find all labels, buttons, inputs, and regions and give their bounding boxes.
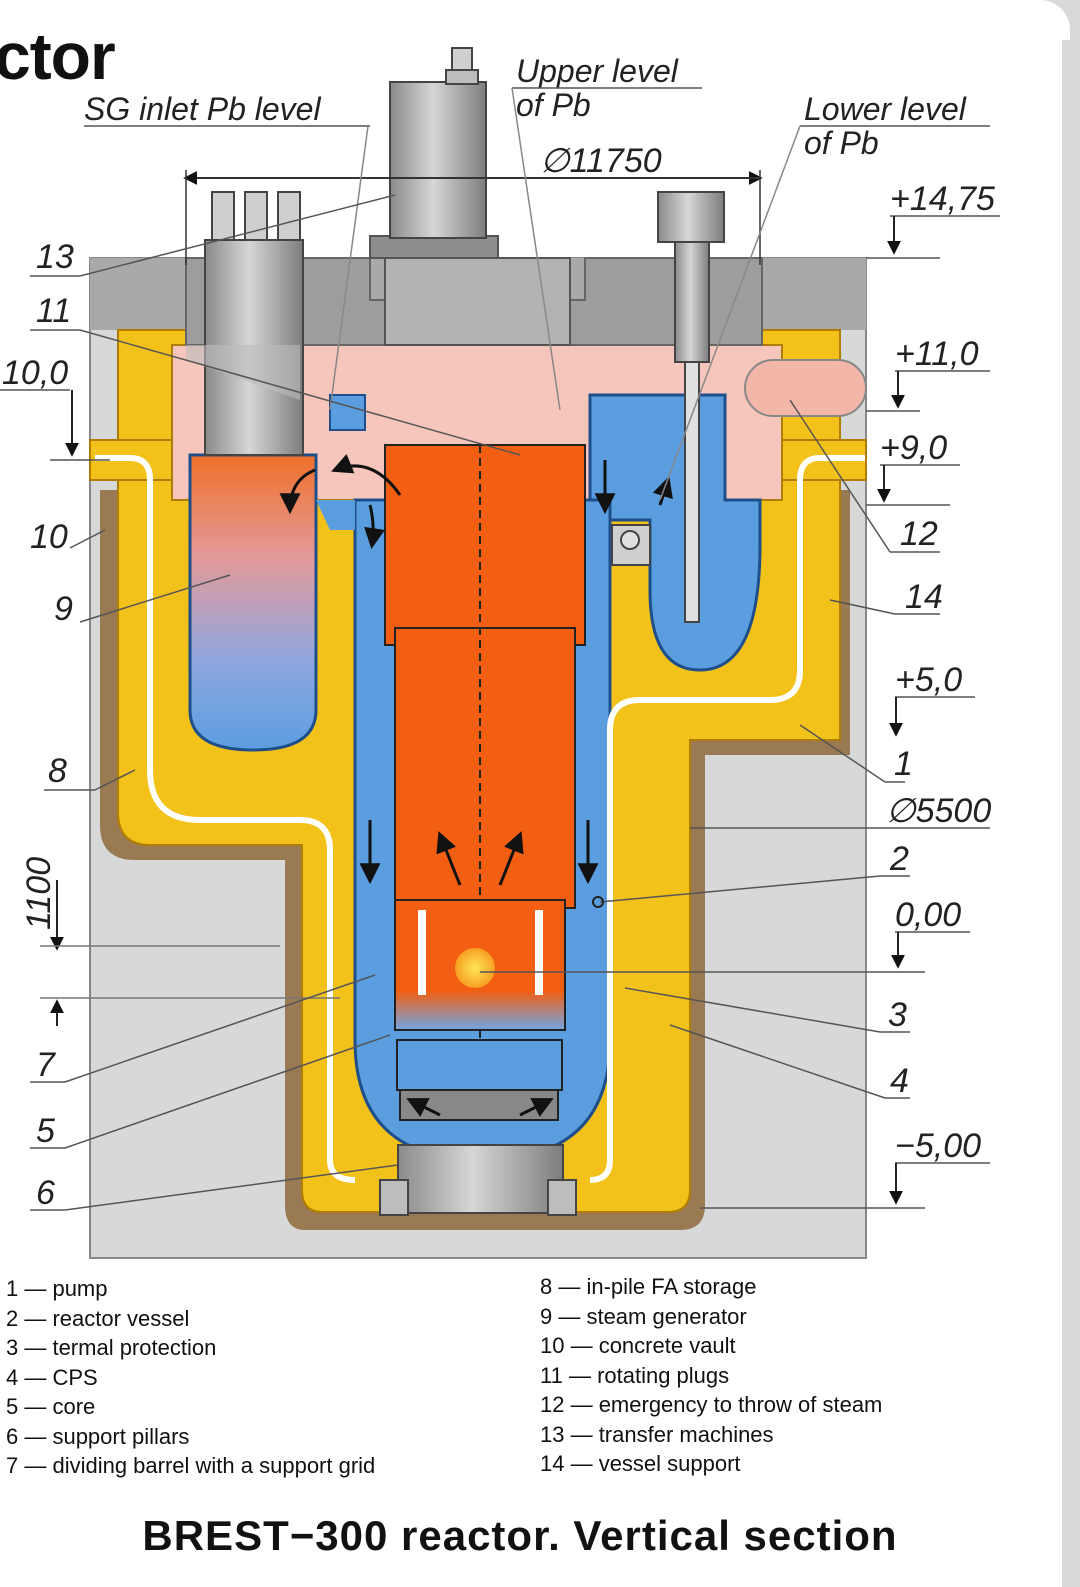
svg-text:14: 14 <box>905 578 943 616</box>
callouts-left: 13 11 10 9 8 7 5 6 <box>30 194 521 1212</box>
legend-item: 13 — transfer machines <box>540 1421 774 1447</box>
svg-text:7: 7 <box>36 1046 56 1084</box>
reactor-section-drawing: ∅11750 SG inlet Pb level Upper level of … <box>0 47 1000 1259</box>
upper-level-label-2: of Pb <box>516 87 591 123</box>
legend-item: 1 — pump <box>6 1276 108 1301</box>
svg-text:+11,0: +11,0 <box>895 335 979 373</box>
cps-drive <box>657 191 725 243</box>
svg-text:11: 11 <box>36 292 71 330</box>
legend-item: 7 — dividing barrel with a support grid <box>6 1453 376 1478</box>
diameter-mid-label: ∅5500 <box>886 792 991 830</box>
svg-text:1: 1 <box>894 745 913 783</box>
core-hotspot <box>455 948 495 988</box>
svg-text:0,00: 0,00 <box>895 896 961 934</box>
steam-discharge-pipe <box>744 359 867 417</box>
lower-level-label-2: of Pb <box>804 125 879 161</box>
svg-text:12: 12 <box>900 515 938 553</box>
svg-text:4: 4 <box>890 1062 909 1100</box>
legend-item: 5 — core <box>6 1394 96 1419</box>
svg-text:10,0: 10,0 <box>2 354 68 392</box>
svg-text:6: 6 <box>36 1174 55 1212</box>
legend-item: 11 — rotating plugs <box>540 1362 730 1388</box>
svg-text:+14,75: +14,75 <box>890 180 995 218</box>
legend-item: 14 — vessel support <box>540 1451 741 1476</box>
svg-text:9: 9 <box>54 590 73 628</box>
legend-item: 2 — reactor vessel <box>6 1305 190 1331</box>
transfer-machine <box>389 81 487 239</box>
svg-text:3: 3 <box>888 996 907 1034</box>
dimension-1100: 1100 <box>20 857 58 930</box>
elevation-markers: +14,75 +11,0 +9,0 +5,0 0,00 −5,00 10,0 <box>0 180 1000 1209</box>
svg-text:5: 5 <box>36 1112 55 1150</box>
legend-item: 10 — concrete vault <box>540 1333 736 1358</box>
legend-item: 8 — in-pile FA storage <box>540 1274 757 1299</box>
sg-inlet-label: SG inlet Pb level <box>84 91 321 127</box>
figure-caption: BREST−300 reactor. Vertical section <box>142 1512 898 1559</box>
page-heading-fragment: ctor <box>0 19 116 93</box>
core-column <box>394 627 576 909</box>
callouts-right: 12 14 1 2 3 4 <box>592 399 943 1100</box>
lower-level-label-1: Lower level <box>804 91 967 127</box>
legend-item: 6 — support pillars <box>6 1423 190 1449</box>
upper-level-label-1: Upper level <box>516 53 679 89</box>
in-pile-fa-storage <box>588 393 762 672</box>
svg-text:13: 13 <box>36 238 74 276</box>
legend-item: 9 — steam generator <box>540 1303 747 1329</box>
legend-item: 4 — CPS <box>6 1364 98 1390</box>
legend-item: 3 — termal protection <box>6 1335 217 1360</box>
svg-text:+9,0: +9,0 <box>880 429 947 467</box>
svg-text:8: 8 <box>48 752 67 790</box>
svg-text:2: 2 <box>889 840 909 878</box>
legend-left: 1 — pump 2 — reactor vessel 3 — termal p… <box>6 1274 375 1481</box>
steam-generator <box>188 453 318 752</box>
legend-right: 8 — in-pile FA storage 9 — steam generat… <box>540 1272 882 1479</box>
svg-text:10: 10 <box>30 518 68 556</box>
legend-item: 12 — emergency to throw of steam <box>540 1392 883 1417</box>
diameter-top-label: ∅11750 <box>540 142 662 180</box>
svg-text:−5,00: −5,00 <box>895 1127 981 1165</box>
svg-text:+5,0: +5,0 <box>895 661 962 699</box>
support-pillars <box>397 1144 564 1214</box>
window-frame <box>1062 0 1080 1587</box>
